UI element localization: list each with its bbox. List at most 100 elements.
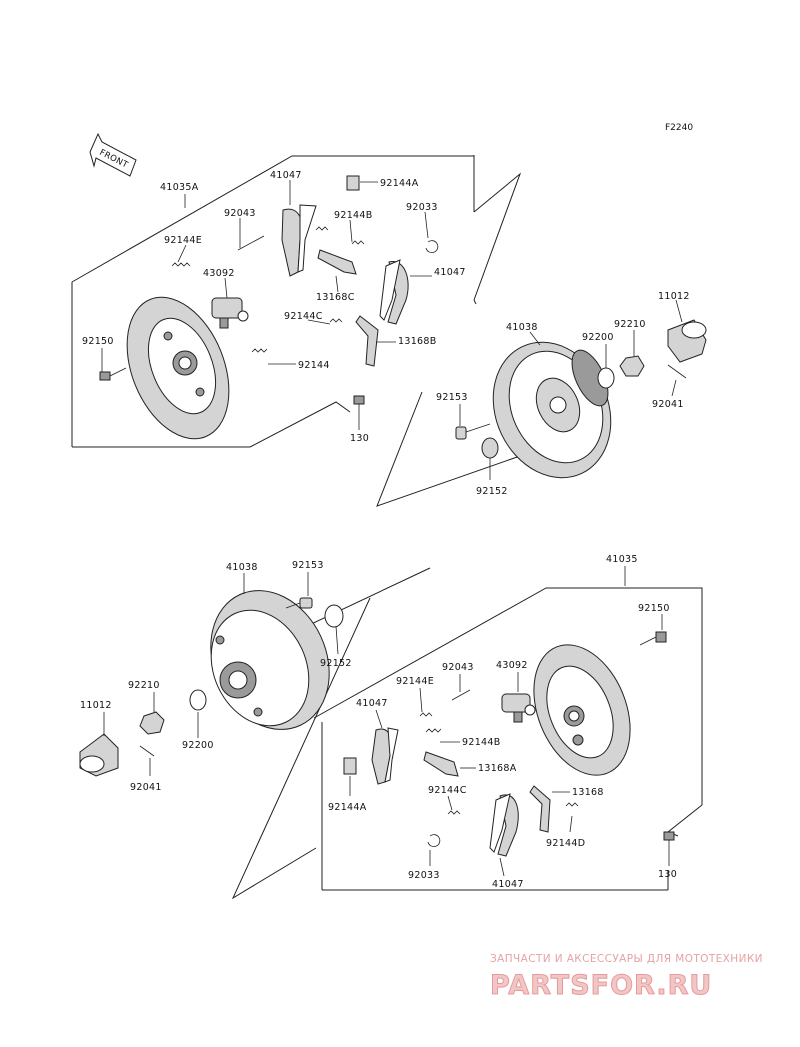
figure-ref: F2240 [665,123,693,133]
wheel-cylinder-upper [211,297,249,329]
spring-upper-2 [351,240,365,245]
cotter-pin-92041-upper [667,364,687,379]
spring-92144E-upper [171,262,191,267]
label-41035A: 41035A [160,182,199,193]
label-92144E-b: 92144E [396,676,434,687]
lever-13168B [355,315,379,367]
label-92144B-a: 92144B [334,210,373,221]
label-41047-c: 41047 [356,698,388,709]
stud-92153-lower [285,597,313,609]
label-43092-b: 43092 [496,660,528,671]
label-43092-a: 43092 [203,268,235,279]
brake-shoe-lower-right [489,793,519,857]
label-92041-b: 92041 [130,782,162,793]
watermark-tagline: ЗАПЧАСТИ И АКСЕССУАРЫ ДЛЯ МОТОТЕХНИКИ [490,953,763,965]
label-92041-a: 92041 [652,399,684,410]
brake-backing-plate-upper [126,296,230,440]
label-92152-b: 92152 [320,658,352,669]
label-92150-a: 92150 [82,336,114,347]
brake-drum-upper [492,341,612,479]
brake-backing-plate-lower [533,644,631,776]
bolt-130-upper [353,395,365,414]
bolt-92150-upper [99,367,127,381]
label-11012-a: 11012 [658,291,690,302]
lower-leader-lines [103,566,670,877]
spring-92144-upper [251,348,268,353]
label-92200-b: 92200 [182,740,214,751]
upper-assembly-frame [71,155,522,448]
wheel-cylinder-lower [501,693,536,723]
pin-92043-lower [451,689,471,701]
label-92152-a: 92152 [476,486,508,497]
label-13168A: 13168A [478,763,517,774]
spring-92144D [565,802,579,807]
label-92200-a: 92200 [582,332,614,343]
bolt-92150-lower [639,631,667,646]
washer-92200-upper [597,367,615,389]
label-92144B-b: 92144B [462,737,501,748]
brake-shoe-upper-right [379,259,409,325]
label-11012-b: 11012 [80,700,112,711]
label-92144A-b: 92144A [328,802,367,813]
bolt-130-lower [663,831,675,852]
pin-92043-upper [237,235,265,251]
washer-92200-lower [189,689,207,711]
label-41035: 41035 [606,554,638,565]
label-13168B: 13168B [398,336,437,347]
brake-shoe-upper-left [281,204,317,277]
label-92144A-a: 92144A [380,178,419,189]
nut-92210-upper [619,355,645,377]
label-41047-b: 41047 [434,267,466,278]
front-arrow-icon: FRONT [89,132,137,177]
circlip-92033-lower [427,834,441,848]
upper-leader-lines [101,180,683,480]
stud-92153-upper [455,423,491,440]
upper-drum-guide [376,391,521,507]
spring-92144B-lower [425,728,442,733]
label-92144: 92144 [298,360,330,371]
label-41047-a: 41047 [270,170,302,181]
lever-13168C [317,249,357,275]
washer-92152-lower [324,604,344,628]
lever-13168A [423,751,459,777]
clip-92144A-upper [346,175,360,191]
nut-92210-lower [139,711,165,735]
circlip-92033-upper [425,240,439,254]
label-92033-a: 92033 [406,202,438,213]
hub-cap-11012-upper [667,319,707,363]
label-92144E-a: 92144E [164,235,202,246]
clip-92144A-lower [343,757,357,775]
watermark-brand: PARTSFOR.RU [490,970,712,1001]
label-92210-a: 92210 [614,319,646,330]
label-41038-a: 41038 [506,322,538,333]
label-92033-b: 92033 [408,870,440,881]
label-13168: 13168 [572,787,604,798]
spring-92144C-lower [447,810,461,815]
label-92144C-a: 92144C [284,311,323,322]
label-130-a: 130 [350,433,369,444]
label-92144D: 92144D [546,838,585,849]
washer-92152-upper [481,437,499,459]
cotter-pin-92041-lower [139,745,155,757]
brake-shoe-lower-left [371,727,399,785]
label-92144C-b: 92144C [428,785,467,796]
label-92150-b: 92150 [638,603,670,614]
part-labels: 41035A 41047 92144A 92043 92144B 92033 9… [80,170,690,890]
label-41038-b: 41038 [226,562,258,573]
label-41047-d: 41047 [492,879,524,890]
label-92043-b: 92043 [442,662,474,673]
hub-cap-11012-lower [79,733,119,777]
label-92210-b: 92210 [128,680,160,691]
label-92043-a: 92043 [224,208,256,219]
spring-92144C-upper [329,318,343,323]
brake-drum-lower [210,590,330,730]
label-92153-b: 92153 [292,560,324,571]
spring-92144E-lower [419,712,433,717]
spring-92144B-upper [315,226,329,231]
label-13168C: 13168C [316,292,355,303]
label-130-b: 130 [658,869,677,880]
lever-13168 [529,785,551,833]
label-92153-a: 92153 [436,392,468,403]
